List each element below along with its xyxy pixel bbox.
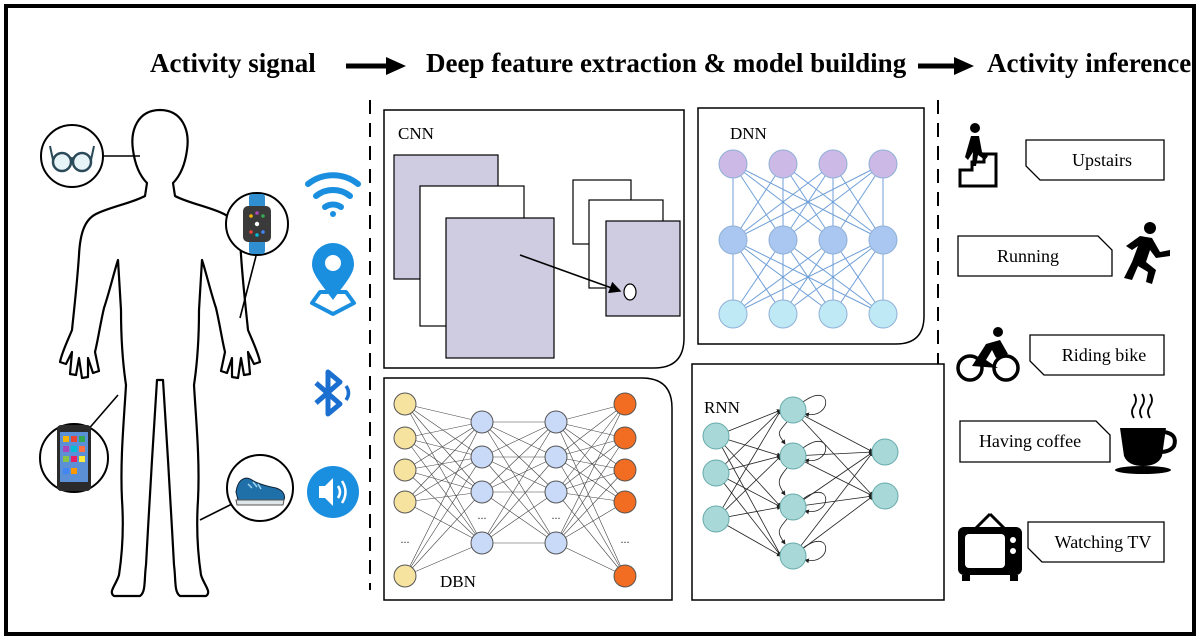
dbn-node: [613, 458, 637, 482]
wifi-icon: [305, 172, 361, 217]
stairs-climber-icon: [958, 123, 998, 188]
activity-label-running: Running: [996, 246, 1059, 266]
dnn-node: [768, 149, 798, 179]
tv-icon: [958, 512, 1022, 581]
rnn-node: [779, 542, 807, 570]
rnn-panel: [691, 363, 945, 601]
dbn-node: [613, 426, 637, 450]
leader-lines: [85, 155, 257, 521]
dbn-ellipsis: ...: [478, 508, 487, 522]
runner-icon: [1124, 222, 1170, 284]
dnn-node: [718, 299, 748, 329]
dbn-node: [470, 480, 494, 504]
tag-shape-watching-tv: [1027, 521, 1165, 563]
location-pin-icon: [310, 243, 356, 316]
rnn-node: [779, 396, 807, 424]
header-activity-signal: Activity signal: [150, 48, 316, 78]
dbn-node: [544, 480, 568, 504]
dnn-node: [818, 299, 848, 329]
smartphone-icon: [39, 423, 109, 493]
dbn-ellipsis: ...: [621, 532, 630, 546]
rnn-node: [702, 459, 730, 487]
tag-shape-having-coffee: [959, 420, 1111, 463]
dnn-node: [768, 299, 798, 329]
cnn-panel: [383, 109, 685, 369]
dnn-panel: [697, 107, 925, 345]
dnn-label: DNN: [730, 124, 767, 143]
tag-shape-upstairs: [1025, 139, 1165, 181]
dnn-node: [818, 225, 848, 255]
cyclist-icon: [956, 327, 1020, 382]
dnn-node: [868, 299, 898, 329]
tag-shape-riding-bike: [1029, 334, 1165, 376]
activity-label-upstairs: Upstairs: [1072, 150, 1132, 170]
dbn-node: [470, 445, 494, 469]
rnn-node: [779, 442, 807, 470]
dnn-node: [718, 149, 748, 179]
dbn-node: [393, 458, 417, 482]
dnn-node: [718, 225, 748, 255]
dbn-node: [544, 531, 568, 555]
rnn-node: [702, 505, 730, 533]
header-deep-feature: Deep feature extraction & model building: [426, 48, 907, 78]
rnn-node: [702, 422, 730, 450]
shoe-icon: [226, 454, 294, 522]
bluetooth-icon: [314, 369, 351, 417]
glasses-icon: [40, 124, 104, 188]
header-arrow-2: [918, 57, 974, 75]
dbn-ellipsis: ...: [401, 532, 410, 546]
rnn-node: [871, 438, 899, 466]
dbn-ellipsis: ...: [552, 508, 561, 522]
rnn-node: [779, 493, 807, 521]
dbn-node: [613, 490, 637, 514]
dnn-node: [768, 225, 798, 255]
dbn-node: [613, 564, 637, 588]
activity-label-watching-tv: Watching TV: [1054, 532, 1152, 552]
header-arrow-1: [346, 57, 406, 75]
dnn-node: [868, 225, 898, 255]
dbn-node: [393, 490, 417, 514]
smartwatch-icon: [225, 192, 289, 256]
activity-label-having-coffee: Having coffee: [978, 431, 1082, 451]
dnn-node: [818, 149, 848, 179]
dnn-node: [868, 149, 898, 179]
dbn-node: [470, 531, 494, 555]
header-activity-inference: Activity inference: [987, 48, 1192, 78]
dbn-label: DBN: [440, 572, 476, 591]
coffee-cup-icon: [1115, 393, 1177, 474]
human-silhouette: [58, 108, 262, 598]
dbn-node: [470, 410, 494, 434]
dbn-node: [544, 410, 568, 434]
activity-label-riding-bike: Riding bike: [1061, 345, 1147, 365]
cnn-label: CNN: [398, 124, 434, 143]
dbn-panel: ............: [383, 377, 673, 601]
dbn-node: [544, 445, 568, 469]
rnn-node: [871, 482, 899, 510]
dbn-node: [393, 426, 417, 450]
tag-shape-running: [957, 235, 1113, 277]
dbn-node: [393, 564, 417, 588]
dbn-node: [613, 392, 637, 416]
rnn-label: RNN: [704, 398, 740, 417]
sound-icon: [307, 466, 359, 518]
dbn-node: [393, 392, 417, 416]
